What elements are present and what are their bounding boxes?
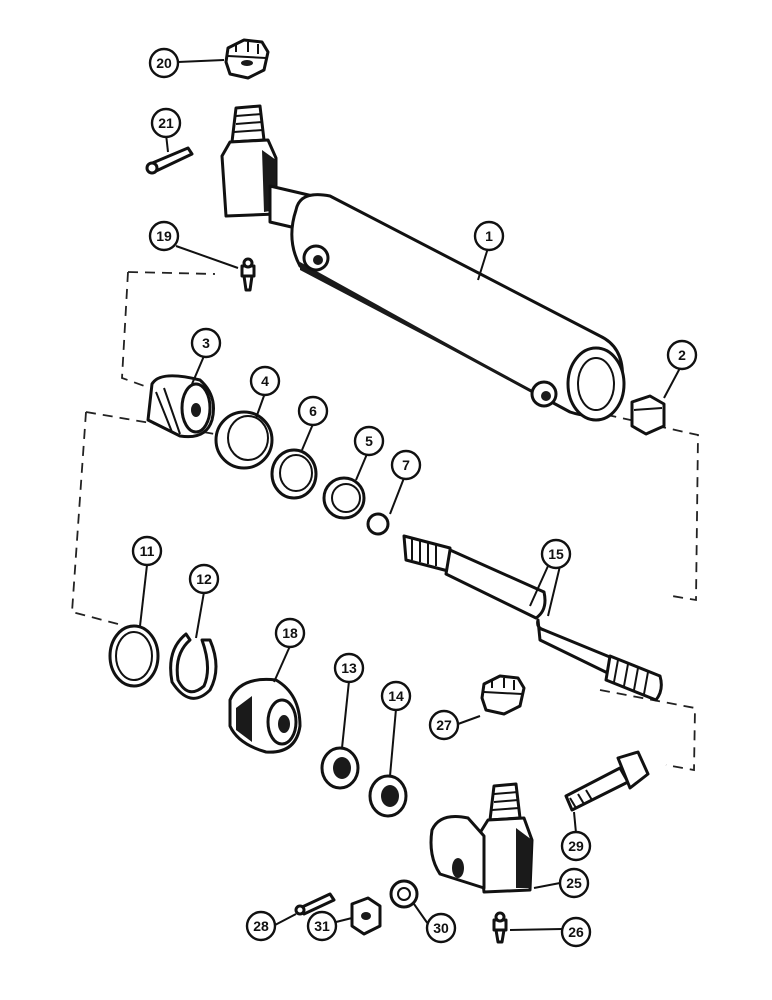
callout-label: 28 — [253, 918, 269, 934]
callout-label: 3 — [202, 335, 210, 351]
assembly-outline-lower — [71, 271, 696, 772]
leader-lines — [139, 59, 681, 931]
callout-label: 1 — [485, 228, 493, 244]
callout-label: 13 — [341, 660, 357, 676]
part-cylinder-barrel — [290, 193, 626, 422]
callout-label: 18 — [282, 625, 298, 641]
callout-30: 30 — [425, 912, 457, 944]
callout-21: 21 — [150, 107, 182, 139]
part-clamp-bolt — [564, 750, 650, 812]
part-grease-fitting-top — [240, 257, 256, 292]
callout-label: 14 — [388, 688, 404, 704]
callout-label: 29 — [568, 838, 584, 854]
callout-label: 5 — [365, 433, 373, 449]
callout-6: 6 — [297, 395, 329, 427]
callout-27: 27 — [428, 709, 460, 741]
callout-label: 30 — [433, 920, 449, 936]
part-cotter-pin-lower — [294, 892, 336, 916]
part-o-ring-medium — [322, 476, 366, 520]
callout-13: 13 — [333, 652, 365, 684]
callout-label: 20 — [156, 55, 172, 71]
part-piston-rod — [402, 534, 663, 702]
part-grease-fitting-lower — [492, 911, 508, 944]
part-cotter-pin-top — [145, 146, 194, 175]
part-o-ring-small — [366, 512, 390, 536]
callout-label: 11 — [140, 543, 155, 559]
part-castle-nut-lower — [480, 674, 526, 716]
part-hex-nut-lower — [350, 896, 382, 936]
callout-25: 25 — [558, 867, 590, 899]
callout-label: 27 — [436, 717, 452, 733]
callout-label: 31 — [314, 918, 330, 934]
callout-28: 28 — [245, 910, 277, 942]
callout-26: 26 — [560, 916, 592, 948]
callout-label: 6 — [309, 403, 317, 419]
callout-18: 18 — [274, 617, 306, 649]
callout-7: 7 — [390, 449, 422, 481]
part-piston — [146, 374, 215, 439]
callout-4: 4 — [249, 365, 281, 397]
callout-label: 15 — [548, 546, 564, 562]
callout-1: 1 — [473, 220, 505, 252]
callout-14: 14 — [380, 680, 412, 712]
part-seal-ring-large — [270, 448, 318, 500]
assembly-outline-upper — [121, 271, 699, 602]
part-wear-ring — [214, 410, 274, 470]
callout-5: 5 — [353, 425, 385, 457]
callout-15: 15 — [540, 538, 572, 570]
callout-2: 2 — [666, 339, 698, 371]
callout-label: 4 — [261, 373, 269, 389]
part-hex-nut-right — [630, 394, 666, 436]
part-castle-nut-top — [224, 38, 270, 80]
callout-31: 31 — [306, 910, 338, 942]
callout-3: 3 — [190, 327, 222, 359]
callout-11: 11 — [131, 535, 163, 567]
part-snap-ring-large — [108, 624, 160, 688]
callout-12: 12 — [188, 563, 220, 595]
part-rod-gland — [228, 677, 302, 754]
callout-label: 2 — [678, 347, 686, 363]
callout-19: 19 — [148, 220, 180, 252]
part-tie-rod-end-lower — [429, 782, 534, 894]
callout-label: 7 — [402, 457, 410, 473]
callout-label: 26 — [568, 924, 584, 940]
part-retaining-ring — [169, 632, 218, 700]
callout-29: 29 — [560, 830, 592, 862]
callout-label: 25 — [566, 875, 582, 891]
part-wiper-seal — [368, 774, 408, 818]
callout-label: 19 — [156, 228, 172, 244]
part-lock-washer — [389, 879, 419, 909]
callout-label: 21 — [158, 115, 174, 131]
callout-20: 20 — [148, 47, 180, 79]
part-rod-seal — [320, 746, 360, 790]
callout-label: 12 — [196, 571, 212, 587]
